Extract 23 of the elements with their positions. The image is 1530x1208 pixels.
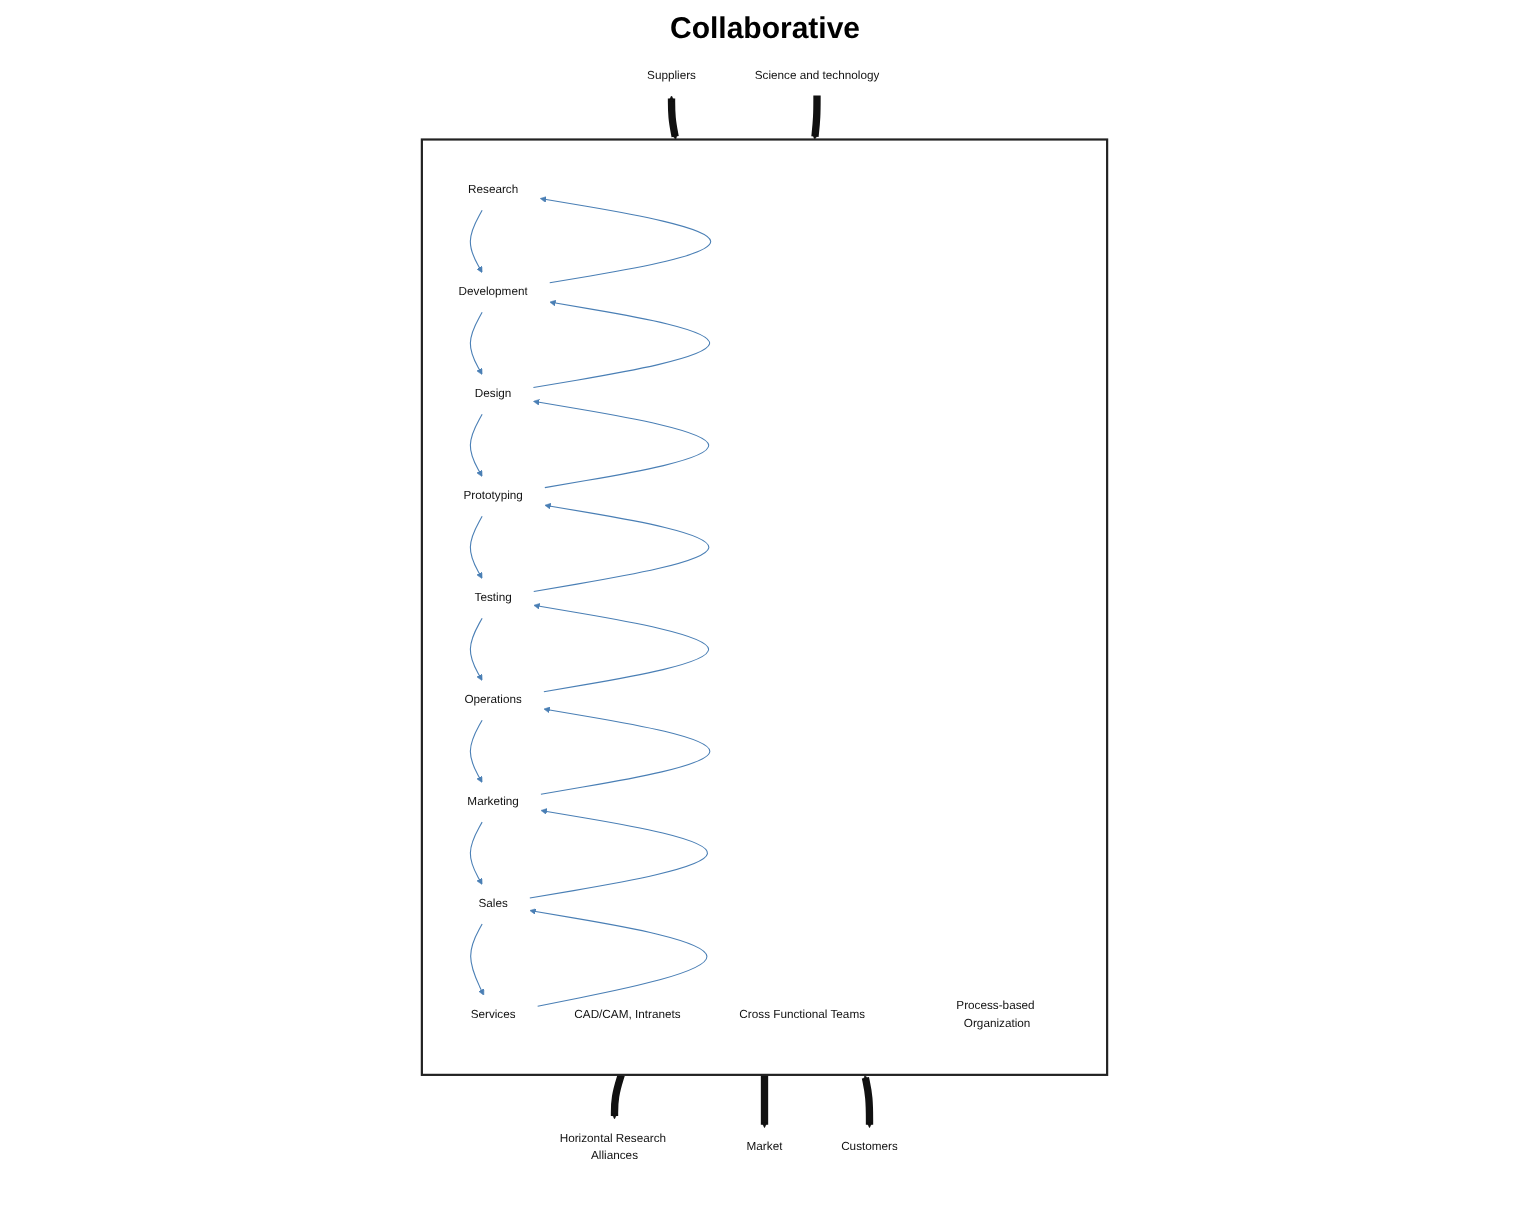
arrow [470,209,484,273]
arrow [533,399,710,489]
arrow [470,413,484,477]
arrow [470,719,484,783]
arrow [470,923,485,996]
arrow [533,603,710,693]
arrow [533,503,710,592]
arrow [611,1073,626,1120]
arrow [540,706,711,795]
arrow [761,1074,769,1128]
cluster [421,138,1109,1076]
arrow [470,515,484,579]
arrow [470,311,484,375]
arrow [533,299,711,389]
arrow [470,821,484,885]
arrow [540,196,712,284]
arrow [530,908,708,1007]
arrow [668,95,680,140]
arrow [862,1074,874,1128]
arrow [529,808,709,899]
arrow [470,617,484,681]
arrow [811,95,822,140]
diagram-title: Collaborative [667,12,863,46]
